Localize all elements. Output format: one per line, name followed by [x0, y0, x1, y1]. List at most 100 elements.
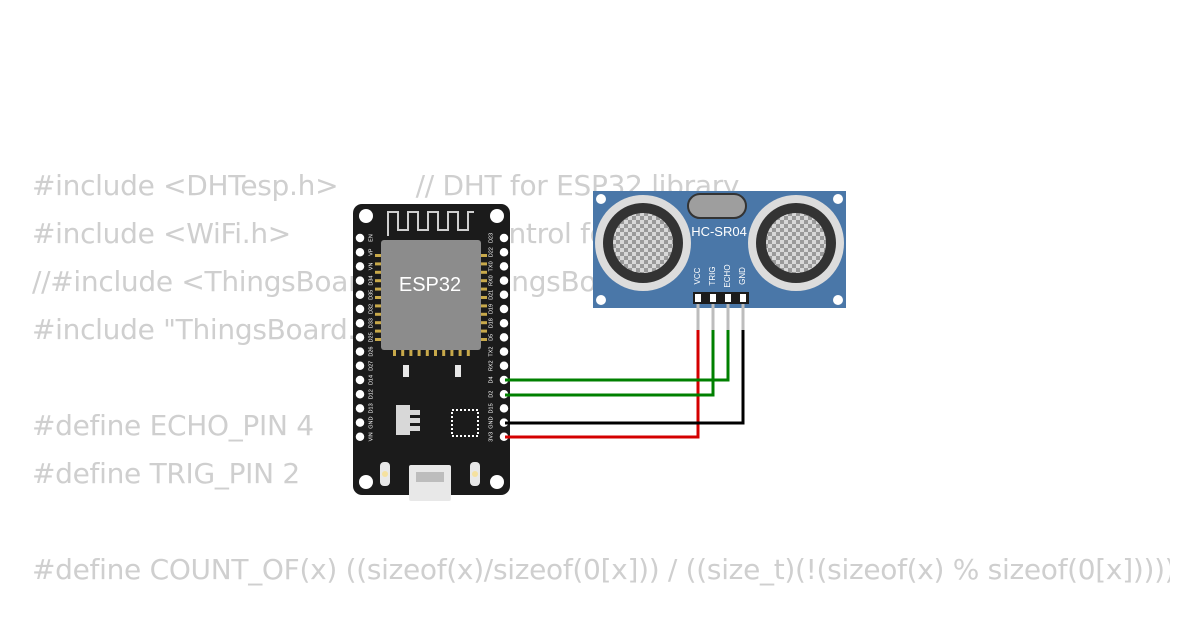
wire-gnd-gnd[interactable] — [505, 330, 745, 425]
mount-hole — [596, 295, 606, 305]
esp32-pin[interactable] — [498, 317, 510, 329]
esp32-pin[interactable] — [354, 360, 366, 372]
module-pad — [401, 350, 405, 356]
esp32-pin-label: VN — [368, 263, 374, 271]
esp32-pin-label: D5 — [488, 334, 494, 341]
sensor-pin-socket — [725, 294, 731, 302]
esp32-label: ESP32 — [399, 274, 461, 296]
sensor-pin-leg[interactable] — [711, 304, 715, 330]
module-pad — [375, 304, 381, 308]
module-pad — [481, 338, 487, 341]
esp32-pin[interactable] — [498, 345, 510, 358]
sensor-pin-socket — [710, 294, 716, 302]
boot-button-cap — [472, 471, 478, 477]
esp32-pin[interactable] — [354, 289, 366, 301]
sensor-pin-socket — [740, 294, 746, 302]
esp32-pin[interactable] — [498, 360, 510, 372]
wire-d2-trig[interactable] — [505, 330, 715, 397]
esp32-pin[interactable] — [354, 232, 366, 244]
sensor-pin-label: VCC — [693, 267, 702, 284]
mount-hole — [596, 194, 606, 204]
code-line: #define ECHO_PIN 4 — [32, 409, 314, 442]
esp32-pin[interactable] — [354, 374, 366, 386]
esp32-pin[interactable] — [354, 331, 366, 344]
sensor-pin-socket — [695, 294, 701, 302]
esp32-pin[interactable] — [354, 402, 366, 415]
esp32-pin[interactable] — [498, 260, 510, 273]
esp32-module — [381, 240, 481, 350]
wire-d4-echo[interactable] — [505, 330, 730, 382]
module-pad — [375, 296, 381, 299]
esp32-pin[interactable] — [354, 345, 366, 358]
esp32-pin[interactable] — [354, 274, 366, 287]
esp32-pin-label: D13 — [368, 403, 374, 413]
regulator-pin — [410, 426, 420, 431]
esp32-pin-label: EN — [368, 234, 374, 242]
esp32-pin[interactable] — [354, 303, 366, 315]
esp32-pin[interactable] — [354, 317, 366, 329]
smd-resistor — [403, 365, 409, 377]
esp32-pin-label: GND — [368, 416, 374, 428]
module-pad — [375, 321, 381, 325]
esp32-pin-label: VP — [368, 248, 374, 256]
sensor-pin-leg[interactable] — [696, 304, 700, 330]
code-line: #include "ThingsBoard.h" — [32, 313, 387, 346]
module-pad — [417, 350, 421, 356]
mount-hole — [359, 209, 373, 223]
esp32-pin-label: D22 — [488, 247, 494, 257]
esp32-pin[interactable] — [354, 246, 366, 258]
module-pad — [481, 312, 487, 316]
esp32-pin-label: D15 — [488, 403, 494, 413]
esp32-pin[interactable] — [498, 274, 510, 287]
esp32-pin[interactable] — [498, 402, 510, 415]
esp32-pin-label: RX0 — [488, 275, 494, 286]
micro-usb-port — [409, 465, 451, 501]
module-pad — [434, 350, 437, 356]
module-pad — [375, 338, 381, 341]
esp32-pin[interactable] — [354, 388, 366, 400]
regulator-pin — [410, 410, 420, 415]
esp32-pin[interactable] — [354, 416, 366, 429]
esp32-pin-label: D23 — [488, 233, 494, 243]
esp32-pin[interactable] — [498, 331, 510, 344]
sensor-pins — [695, 294, 746, 330]
esp32-pin-label: VIN — [368, 432, 374, 441]
mount-hole — [359, 475, 373, 489]
module-pads — [375, 254, 487, 356]
mount-hole — [833, 194, 843, 204]
right-transducer — [748, 195, 844, 291]
module-pad — [481, 279, 487, 283]
module-pad — [481, 270, 487, 274]
module-pad — [375, 270, 381, 274]
crystal-oscillator — [687, 193, 747, 219]
module-pad — [481, 296, 487, 299]
code-line: #define COUNT_OF(x) ((sizeof(x)/sizeof(0… — [32, 553, 1170, 586]
esp32-left-pin-header: ENVPVND34D35D32D33D25D26D27D14D12D13GNDV… — [354, 232, 374, 443]
module-pad — [481, 321, 487, 325]
antenna-trace — [387, 211, 474, 236]
smd-resistor — [455, 365, 461, 377]
esp32-pin[interactable] — [498, 303, 510, 315]
esp32-board[interactable]: ESP32 ENVPVND34D35D32D33D25D26D27D14D12D… — [353, 204, 510, 501]
esp32-pin[interactable] — [354, 431, 366, 443]
esp32-pin[interactable] — [354, 260, 366, 273]
esp32-pin[interactable] — [498, 232, 510, 244]
sensor-label: HC-SR04 — [691, 224, 747, 239]
sensor-pin-leg[interactable] — [741, 304, 745, 330]
esp32-pin[interactable] — [498, 246, 510, 258]
mount-hole — [490, 209, 504, 223]
esp32-pin-label: GND — [488, 416, 494, 428]
module-pad — [458, 350, 462, 356]
mount-hole — [490, 475, 504, 489]
wire-3v3-vcc[interactable] — [505, 330, 700, 439]
esp32-pin[interactable] — [498, 289, 510, 301]
usb-opening — [416, 472, 444, 482]
esp32-pin-label: TX2 — [488, 347, 494, 357]
sensor-pin-leg[interactable] — [726, 304, 730, 330]
module-pad — [481, 262, 487, 266]
sensor-pin-header — [693, 292, 749, 304]
esp32-pin-label: D27 — [368, 361, 374, 371]
esp32-pin-label: 3V3 — [488, 432, 494, 442]
